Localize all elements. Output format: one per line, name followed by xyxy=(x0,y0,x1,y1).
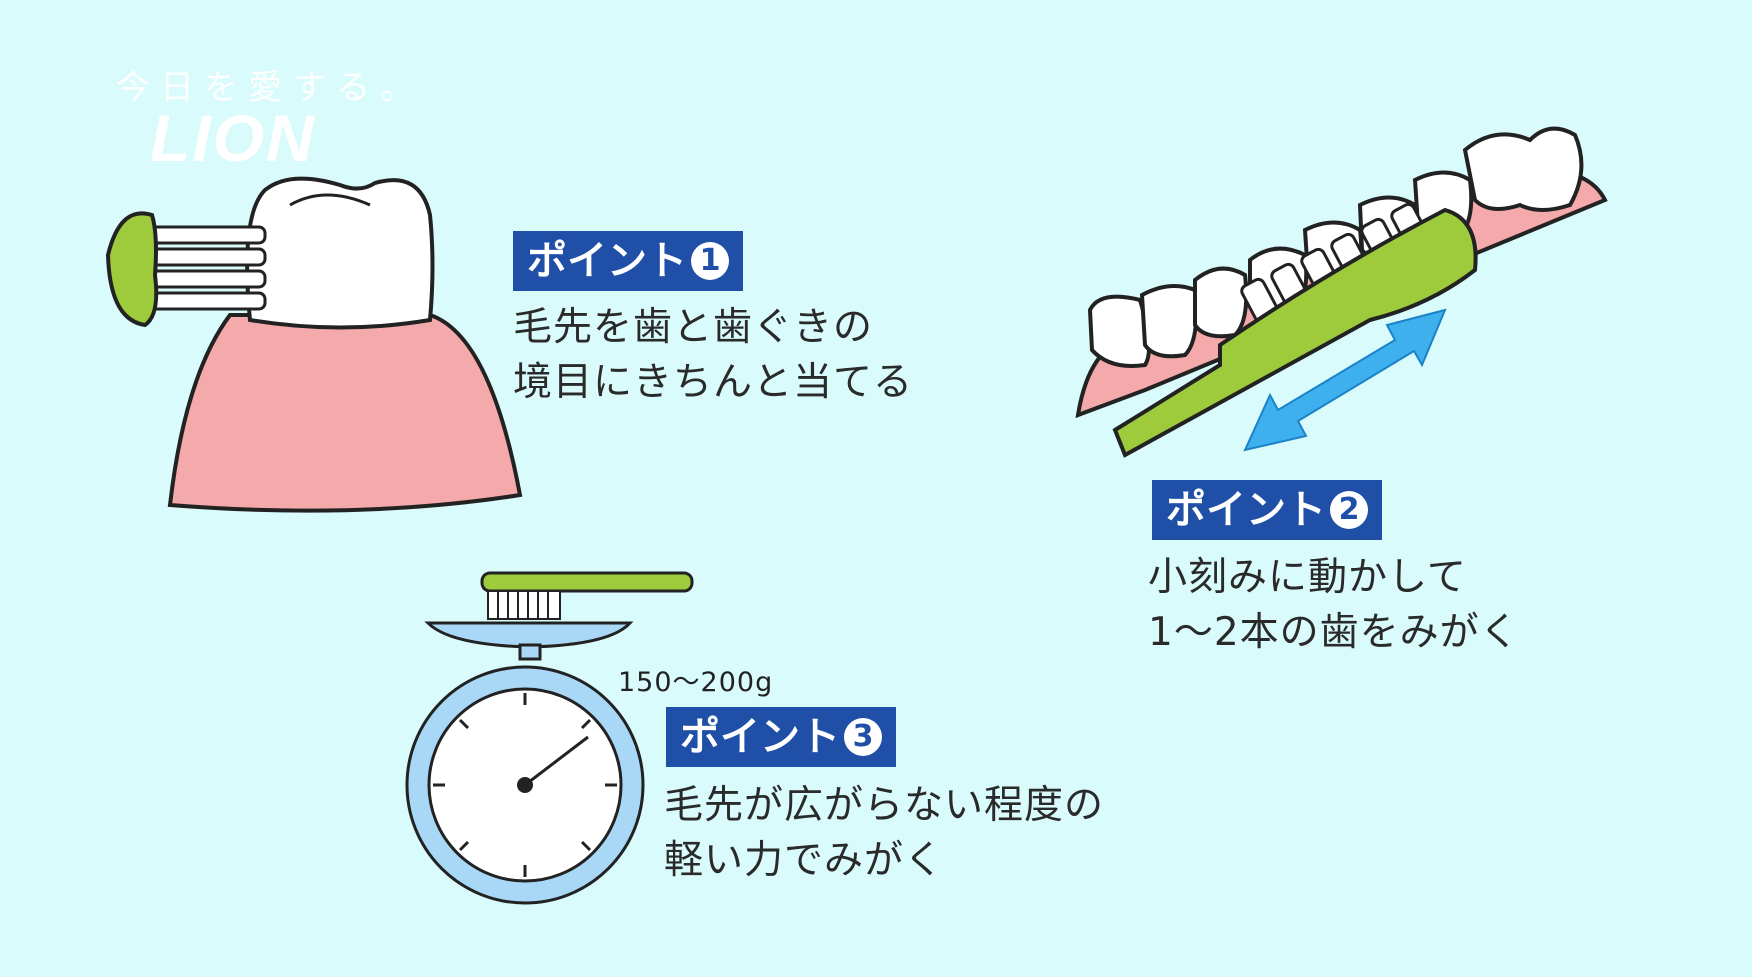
logo-tagline: 今日を愛する。 xyxy=(116,68,424,108)
gum-shape xyxy=(167,313,523,513)
point-3-line-1: 毛先が広がらない程度の xyxy=(664,783,1105,828)
scale-needle xyxy=(524,735,589,787)
scale-ticks xyxy=(433,693,617,877)
weight-label: 150～200g xyxy=(618,667,774,698)
scale-plate xyxy=(424,621,634,649)
point-2-line-2: 1～2本の歯をみがく xyxy=(1148,610,1520,655)
point-1-line-1: 毛先を歯と歯ぐきの xyxy=(513,305,874,350)
brand-logo: LION xyxy=(150,101,316,175)
point-3-description: 毛先が広がらない程度の 軽い力でみがく xyxy=(664,778,1104,888)
brush-body-2 xyxy=(1112,207,1478,458)
tooth-shape xyxy=(245,176,435,330)
point-3-label: ポイント xyxy=(680,714,840,760)
point-1-number: 1 xyxy=(691,242,729,280)
brush-head xyxy=(105,211,159,328)
double-arrow-icon xyxy=(1243,308,1447,452)
point-2-number: 2 xyxy=(1330,491,1368,529)
point-3-number: 3 xyxy=(844,718,882,756)
brush-handle-3 xyxy=(480,571,694,593)
toothbrush-gumline-illustration xyxy=(105,176,523,513)
point-2-line-1: 小刻みに動かして xyxy=(1148,555,1467,600)
point-3-line-2: 軽い力でみがく xyxy=(664,838,945,883)
point-2-label: ポイント xyxy=(1166,487,1326,533)
point-1-label: ポイント xyxy=(527,238,687,284)
point-1-line-2: 境目にきちんと当てる xyxy=(513,360,914,405)
point-1-description: 毛先を歯と歯ぐきの 境目にきちんと当てる xyxy=(513,300,913,410)
brush-bristles-3 xyxy=(487,590,561,620)
scale-illustration xyxy=(405,571,694,905)
point-2-description: 小刻みに動かして 1～2本の歯をみがく xyxy=(1148,550,1520,660)
brush-teeth-illustration xyxy=(1075,126,1608,458)
